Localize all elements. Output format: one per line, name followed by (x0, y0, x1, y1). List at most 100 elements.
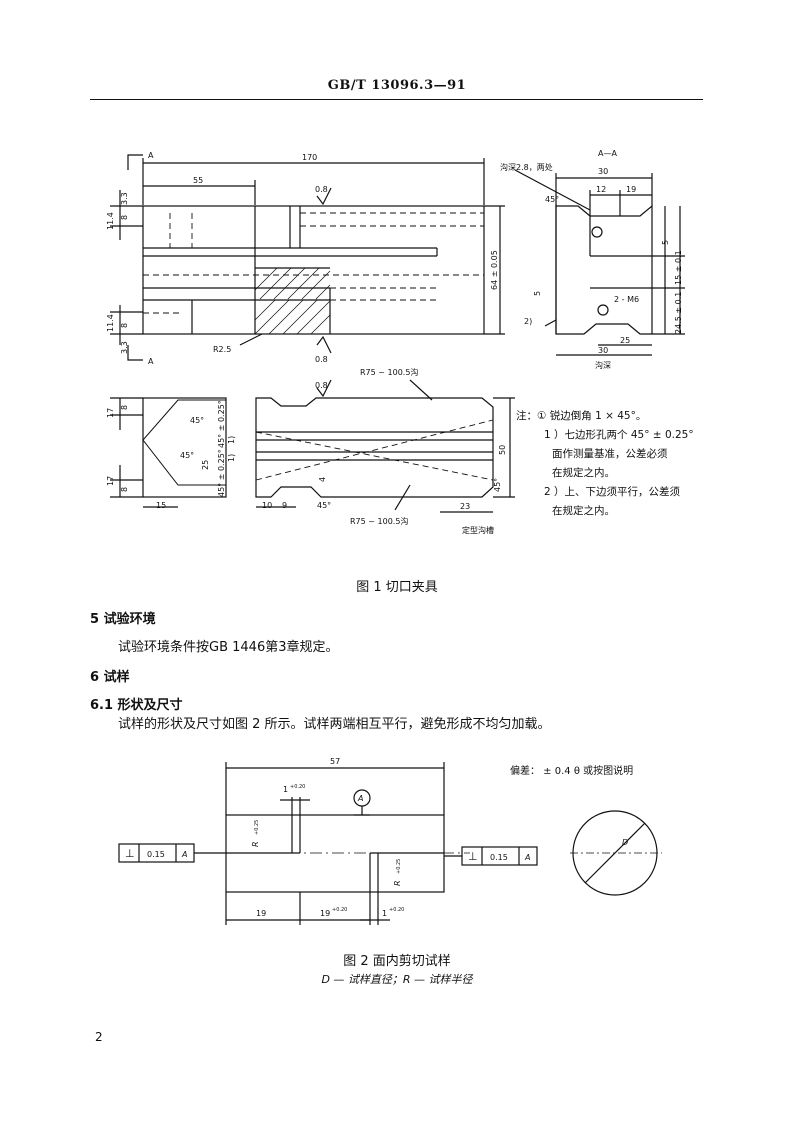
roughness-symbol-bottom (316, 335, 332, 354)
dim-57: 57 (330, 757, 340, 766)
dim-5-left: 5 (533, 291, 542, 296)
threaded-hole-bottom (597, 304, 609, 316)
dim-r-right-tol: +0.25 (396, 859, 402, 874)
dim-12: 12 (596, 185, 606, 194)
dim-15-front: 15 (156, 501, 166, 510)
note-0: ① 锐边倒角 1 × 45°。 (537, 410, 647, 422)
dim-19-left: 19 (256, 909, 266, 918)
header-rule (90, 99, 703, 100)
dim-m6: 2 - M6 (614, 295, 639, 304)
dim-25-front: 25 (201, 460, 210, 470)
dim-170: 170 (302, 153, 317, 162)
dim-64: 64 ± 0.05 (490, 250, 499, 290)
section-marker-label-bottom: A (148, 357, 154, 366)
dim-roughness-bottom: 0.8 (315, 355, 328, 364)
jaw-front-left (142, 397, 227, 498)
dim-23: 23 (460, 502, 470, 511)
dim-5-right: 5 (661, 240, 670, 245)
dim-r-left-tol: +0.25 (254, 820, 260, 835)
dim-8-top: 8 (120, 215, 129, 220)
tol-right: 0.15 (490, 853, 508, 862)
dim-tol45-bottom: 45° ± 0.25° (217, 449, 226, 497)
dim-9: 9 (282, 501, 287, 510)
dim-17-bottom: 17 (106, 476, 115, 486)
jaw-top-view (142, 205, 485, 335)
dim-19-mid: 19 (320, 909, 330, 918)
figure2-drawing: 57 1 +0.20 A R +0.25 R +0.25 ⊥ 0.15 A ⊥ … (118, 757, 662, 925)
datum-left: A (181, 850, 187, 859)
note-2b: 在规定之内。 (552, 505, 615, 517)
section5-heading: 5 试验环境 (90, 612, 156, 627)
dim-note-1a: 1) (227, 436, 236, 444)
page-number: 2 (95, 1030, 103, 1044)
note-1c: 在规定之内。 (552, 467, 615, 479)
dim-groove-depth: 沟深2.8，两处 (500, 162, 553, 172)
dim-19: 19 (626, 185, 636, 194)
note-2a: 2 ）上、下边须平行，公差须 (544, 486, 681, 498)
dim-3-3-top: 3.3 (120, 192, 129, 205)
dim-1-top: 1 (283, 785, 288, 794)
deviation-note: 偏差： ± 0.4 θ 或按图说明 (510, 764, 633, 777)
figure1-notes: 注：① 锐边倒角 1 × 45°。 1 ）七边形孔两个 45° ± 0.25° … (516, 407, 716, 521)
dim-50: 50 (498, 445, 507, 455)
perp-symbol-left: ⊥ (125, 847, 135, 860)
datum-right: A (524, 853, 530, 862)
figure2-caption: 图 2 面内剪切试样 (343, 954, 451, 969)
dim-25: 25 (620, 336, 630, 345)
note-1a: 1 ）七边形孔两个 45° ± 0.25° (544, 429, 694, 441)
dim-tol45-top: 45° ± 0.25° (217, 400, 226, 448)
dim-note-1b: 1) (227, 454, 236, 462)
figure2-legend: D — 试样直径；R — 试样半径 (321, 973, 473, 986)
dim-19-mid-tol: +0.20 (332, 907, 347, 913)
dim-r75-top: R75 ~ 100.5沟 (360, 367, 418, 377)
figure1-caption: 图 1 切口夹具 (356, 580, 438, 595)
perp-symbol-right: ⊥ (468, 850, 478, 863)
dim-roughness-top: 0.8 (315, 185, 328, 194)
dim-10: 10 (262, 501, 272, 510)
section6-heading: 6 试样 (90, 670, 130, 685)
dim-8-front-bottom: 8 (120, 487, 129, 492)
figure1-drawing: A A 170 55 0.8 0.8 R2.5 3.3 8 11.4 8 11.… (106, 149, 685, 535)
dim-3-3-bottom: 3.3 (120, 341, 129, 354)
dim-55: 55 (193, 176, 203, 185)
notes-title: 注： (516, 410, 537, 422)
dim-tol-top: +0.20 (290, 784, 305, 790)
section-marker-bottom (127, 345, 143, 361)
dim-8-front-top: 8 (120, 405, 129, 410)
tol-left: 0.15 (147, 850, 165, 859)
jaw-front-right (255, 397, 494, 498)
dim-17-top: 17 (106, 408, 115, 418)
section-marker-label-top: A (148, 151, 154, 160)
section6-1-text: 试样的形状及尺寸如图 2 所示。试样两端相互平行，避免形成不均匀加载。 (118, 717, 551, 732)
roughness-symbol-top (316, 187, 332, 206)
dim-r-left: R (251, 841, 260, 847)
dim-1-bottom: 1 (382, 909, 387, 918)
dim-30-top: 30 (598, 167, 608, 176)
note-1b: 面作测量基准，公差必须 (552, 448, 668, 460)
dim-24-5-tol: 24.5 ± 0.1 (674, 292, 683, 334)
dim-1-bottom-tol: +0.20 (389, 907, 404, 913)
dim-30-bottom: 30 (598, 346, 608, 355)
section-marker-top (127, 154, 143, 170)
section-aa-title: A—A (598, 149, 617, 158)
dim-45-front-mid: 45° (180, 451, 194, 460)
datum-a-label: A (357, 794, 363, 803)
roughness-symbol-front (316, 379, 332, 398)
dim-groove-label: 沟深 (595, 360, 611, 370)
section-aa-view (555, 204, 653, 335)
dim-slot-label: 定型沟槽 (462, 525, 494, 535)
dim-r25: R2.5 (213, 345, 231, 354)
dim-45-groove: 45° (317, 501, 331, 510)
dim-note-2: 2) (524, 317, 532, 326)
dim-45-front-top: 45° (190, 416, 204, 425)
dim-11-4-top: 11.4 (106, 212, 115, 230)
dim-roughness-front: 0.8 (315, 381, 328, 390)
dim-r-right: R (393, 880, 402, 886)
threaded-hole-top (591, 226, 603, 238)
dim-d: D (622, 838, 628, 847)
dim-45-right: 45° (493, 478, 502, 492)
heptagon-hole-left (142, 399, 227, 486)
dim-r75-bottom: R75 ~ 100.5沟 (350, 516, 408, 526)
dim-45-aa: 45° (545, 195, 559, 204)
dim-8-bottom: 8 (120, 323, 129, 328)
